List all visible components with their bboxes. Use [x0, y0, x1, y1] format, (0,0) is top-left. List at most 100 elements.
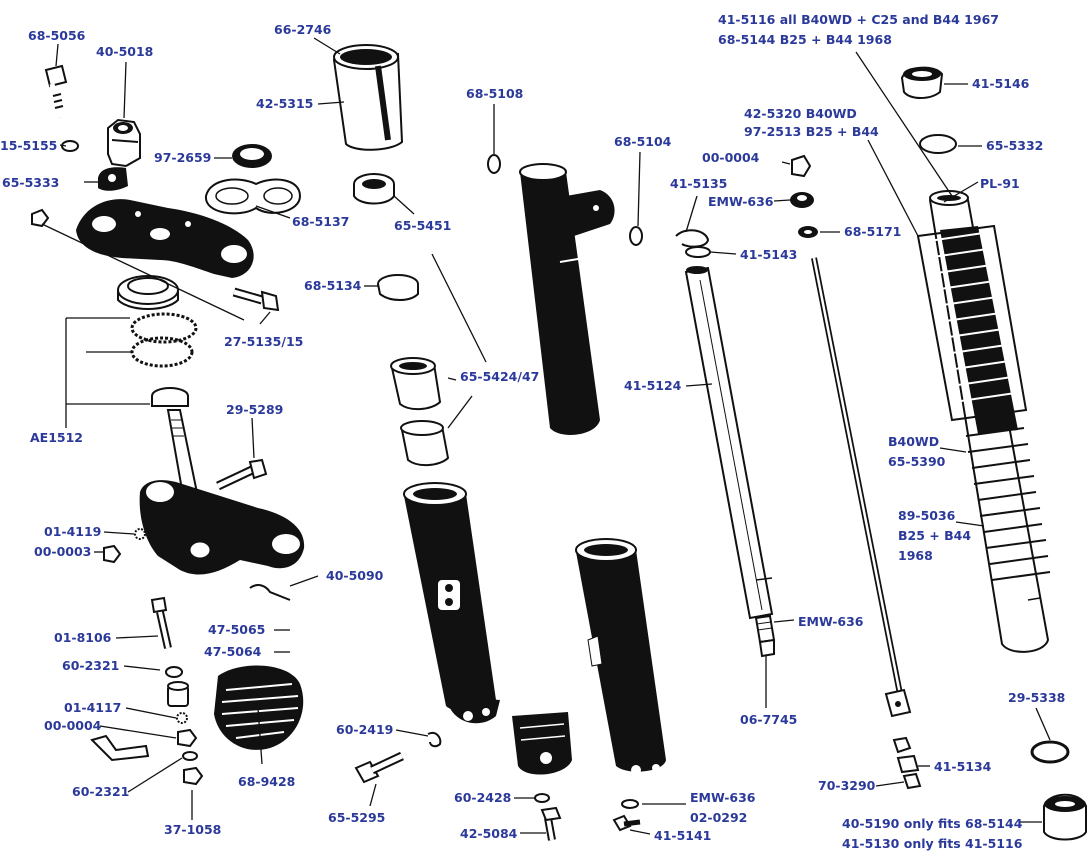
label-41-5134: 41-5134: [934, 759, 992, 774]
label-AE1512: AE1512: [30, 430, 83, 445]
washer-68-5104: [629, 226, 643, 246]
label-68-5056: 68-5056: [28, 28, 86, 43]
label-47-5064: 47-5064: [204, 644, 262, 659]
bolt-27-5135: [232, 287, 280, 312]
washer-65-5332: [919, 134, 957, 154]
label-EMW-636-top: EMW-636: [708, 194, 774, 209]
label-65-5333: 65-5333: [2, 175, 59, 190]
bolt-68-5056: [44, 64, 68, 119]
label-60-2321-a: 60-2321: [62, 658, 119, 673]
label-B25-B44: B25 + B44: [898, 528, 971, 543]
label-41-5143: 41-5143: [740, 247, 797, 262]
nut-37-1058: [183, 766, 204, 786]
washer-60-2321-b: [182, 751, 198, 761]
part-labels: 68-5056 40-5018 66-2746 42-5315 68-5108 …: [0, 12, 1065, 851]
bearing-cup: [117, 275, 179, 310]
bracket: [90, 734, 150, 762]
label-B40WD: B40WD: [888, 434, 939, 449]
label-65-5451: 65-5451: [394, 218, 451, 233]
clip-41-5135: [675, 229, 710, 248]
nut-40-5190: [1043, 793, 1087, 841]
label-97-2659: 97-2659: [154, 150, 211, 165]
label-00-0004-top: 00-0004: [702, 150, 760, 165]
stanchion-end: [754, 614, 776, 658]
fork-slider-right: [575, 538, 666, 775]
fork-slider-left: [403, 482, 500, 724]
label-68-9428: 68-9428: [238, 774, 295, 789]
gasket-68-5137: [205, 178, 302, 215]
spring-assembly: [916, 190, 1051, 653]
damper-rod: [811, 257, 922, 790]
seal-97-2659: [232, 144, 272, 168]
label-70-3290: 70-3290: [818, 778, 876, 793]
label-68-5104: 68-5104: [614, 134, 672, 149]
label-65-5390: 65-5390: [888, 454, 946, 469]
label-41-5141: 41-5141: [654, 828, 711, 843]
screw-41-5141: [612, 814, 641, 832]
label-02-0292: 02-0292: [690, 810, 747, 825]
label-47-5065: 47-5065: [208, 622, 265, 637]
label-60-2321-b: 60-2321: [72, 784, 129, 799]
label-EMW-636-mid: EMW-636: [798, 614, 864, 629]
washer-68-5108: [487, 154, 501, 174]
label-01-4119: 01-4119: [44, 524, 101, 539]
label-68-5134: 68-5134: [304, 278, 362, 293]
washer-60-2428: [534, 793, 550, 803]
bolt-01-8106: [150, 596, 172, 649]
label-40-5190: 40-5190 only fits 68-5144: [842, 816, 1023, 831]
label-29-5289: 29-5289: [226, 402, 283, 417]
nut-small-left: [31, 208, 50, 228]
lockwasher-01-4119: [134, 528, 146, 540]
label-00-0003: 00-0003: [34, 544, 91, 559]
label-41-5130: 41-5130 only fits 41-5116: [842, 836, 1023, 851]
label-41-5146: 41-5146: [972, 76, 1030, 91]
washer-68-5171: [798, 226, 818, 238]
label-68-5137: 68-5137: [292, 214, 349, 229]
ring-65-5451: [353, 173, 395, 205]
ball-bearings: [130, 312, 198, 368]
label-15-5155: 15-5155: [0, 138, 57, 153]
clip-40-5090: [249, 584, 291, 601]
label-41-5116: 41-5116 all B40WD + C25 and B44 1967: [718, 12, 999, 27]
label-65-5332: 65-5332: [986, 138, 1043, 153]
lockwasher-01-4117: [176, 712, 188, 724]
label-40-5018: 40-5018: [96, 44, 153, 59]
label-42-5315: 42-5315: [256, 96, 313, 111]
fork-shroud: [519, 163, 615, 435]
part-drawings: [31, 44, 1087, 841]
spacer-tube: [167, 681, 189, 707]
nut-00-0003: [103, 544, 122, 564]
label-1968: 1968: [898, 548, 933, 563]
nut-40-5018: [107, 118, 141, 168]
label-89-5036: 89-5036: [898, 508, 956, 523]
bush-65-5424-lower: [400, 420, 450, 466]
top-cap-41-5146: [900, 66, 944, 99]
label-06-7745: 06-7745: [740, 712, 797, 727]
label-40-5090: 40-5090: [326, 568, 384, 583]
dust-cover-tube: [332, 44, 404, 151]
label-68-5108: 68-5108: [466, 86, 523, 101]
label-EMW-636-bottom: EMW-636: [690, 790, 756, 805]
label-29-5338: 29-5338: [1008, 690, 1065, 705]
label-60-2428: 60-2428: [454, 790, 511, 805]
nut-00-0004-top: [791, 154, 812, 178]
label-41-5124: 41-5124: [624, 378, 682, 393]
washer-60-2321-a: [165, 666, 183, 678]
cover-68-9428: [214, 665, 304, 750]
label-41-5135: 41-5135: [670, 176, 727, 191]
steering-stem-lower-yoke: [139, 387, 305, 575]
bolt-42-5084: [540, 806, 562, 841]
fork-bottom-piece: [512, 712, 572, 775]
label-97-2513: 97-2513 B25 + B44: [744, 124, 879, 139]
bush-65-5424-upper: [390, 357, 442, 410]
clamp-65-5333: [98, 167, 128, 191]
nut-00-0004-bottom: [177, 728, 198, 748]
label-42-5320: 42-5320 B40WD: [744, 106, 857, 121]
label-27-5135-15: 27-5135/15: [224, 334, 303, 349]
bolt-65-5295: [354, 751, 404, 784]
label-01-8106: 01-8106: [54, 630, 112, 645]
label-42-5084: 42-5084: [460, 826, 518, 841]
bush-68-5134: [377, 274, 419, 301]
label-00-0004-bottom: 00-0004: [44, 718, 102, 733]
